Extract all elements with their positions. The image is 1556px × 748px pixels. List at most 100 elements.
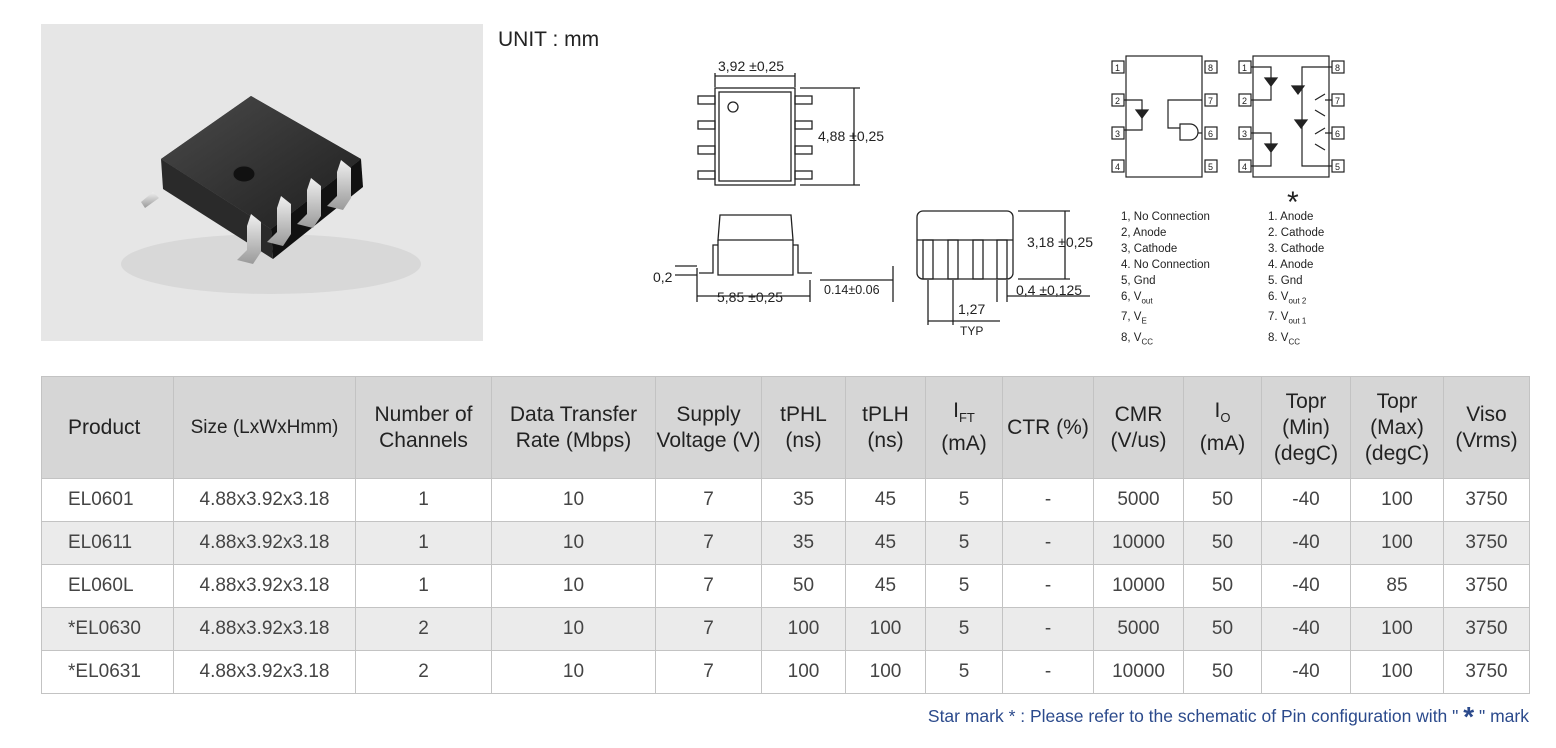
column-header: Size (LxWxHmm) bbox=[173, 376, 356, 479]
table-cell: - bbox=[1002, 564, 1094, 608]
table-cell: 100 bbox=[845, 650, 926, 694]
table-cell: 100 bbox=[1350, 521, 1444, 565]
table-cell: 5 bbox=[925, 650, 1003, 694]
table-cell: 5000 bbox=[1093, 607, 1184, 651]
column-header: CMR (V/us) bbox=[1093, 376, 1184, 479]
footnote-text: Star mark * : Please refer to the schema… bbox=[927, 706, 1459, 726]
table-cell: 5000 bbox=[1093, 478, 1184, 522]
table-cell: 50 bbox=[761, 564, 846, 608]
table-cell: *EL0630 bbox=[41, 607, 174, 651]
svg-text:2: 2 bbox=[1242, 96, 1247, 106]
table-cell: 1 bbox=[355, 478, 492, 522]
table-cell: 5 bbox=[925, 478, 1003, 522]
table-cell: 3750 bbox=[1443, 650, 1530, 694]
table-cell: 2 bbox=[355, 607, 492, 651]
svg-text:3: 3 bbox=[1242, 129, 1247, 139]
table-cell: -40 bbox=[1261, 521, 1351, 565]
single-pin-5: 5, Gnd bbox=[1121, 275, 1156, 287]
table-cell: 10 bbox=[491, 478, 656, 522]
table-cell: -40 bbox=[1261, 478, 1351, 522]
svg-text:1: 1 bbox=[1115, 63, 1120, 73]
single-pin-2: 2, Anode bbox=[1121, 227, 1167, 239]
svg-text:6: 6 bbox=[1335, 129, 1340, 139]
table-cell: 50 bbox=[1183, 478, 1262, 522]
dim-width-top: 3,92 ±0,25 bbox=[718, 58, 784, 74]
star-icon: * bbox=[1287, 186, 1299, 219]
column-header: Supply Voltage (V) bbox=[655, 376, 762, 479]
svg-text:7: 7 bbox=[1335, 96, 1340, 106]
table-cell: 100 bbox=[1350, 607, 1444, 651]
dim-pitch-note: TYP bbox=[960, 324, 983, 338]
dim-length: 4,88 ±0,25 bbox=[818, 128, 884, 144]
svg-text:5: 5 bbox=[1335, 162, 1340, 172]
table-cell: 45 bbox=[845, 564, 926, 608]
table-cell: -40 bbox=[1261, 650, 1351, 694]
sop8-package-image bbox=[121, 96, 421, 294]
single-pin-1: 1, No Connection bbox=[1121, 211, 1210, 223]
svg-text:7: 7 bbox=[1208, 96, 1213, 106]
dual-pin-2: 2. Cathode bbox=[1268, 227, 1325, 239]
table-cell: 10 bbox=[491, 564, 656, 608]
table-cell: EL0611 bbox=[41, 521, 174, 565]
dual-pin-8: 8. VCC bbox=[1268, 331, 1301, 346]
table-cell: 1 bbox=[355, 564, 492, 608]
table-cell: -40 bbox=[1261, 607, 1351, 651]
dual-pin-4: 4. Anode bbox=[1268, 259, 1314, 271]
table-cell: 100 bbox=[1350, 478, 1444, 522]
footnote-tail: " mark bbox=[1479, 706, 1529, 726]
table-cell: 100 bbox=[1350, 650, 1444, 694]
dual-pin-6: 6. Vout 2 bbox=[1268, 291, 1307, 306]
column-header: IFT(mA) bbox=[925, 376, 1003, 479]
table-cell: - bbox=[1002, 521, 1094, 565]
column-header: tPHL (ns) bbox=[761, 376, 846, 479]
svg-text:4: 4 bbox=[1115, 162, 1120, 172]
table-cell: 3750 bbox=[1443, 564, 1530, 608]
table-cell: - bbox=[1002, 478, 1094, 522]
table-cell: 3750 bbox=[1443, 607, 1530, 651]
table-cell: - bbox=[1002, 607, 1094, 651]
column-header: IO(mA) bbox=[1183, 376, 1262, 479]
table-cell: 5 bbox=[925, 607, 1003, 651]
table-cell: 7 bbox=[655, 521, 762, 565]
table-cell: 85 bbox=[1350, 564, 1444, 608]
table-cell: 100 bbox=[761, 650, 846, 694]
table-cell: 4.88x3.92x3.18 bbox=[173, 564, 356, 608]
svg-text:1: 1 bbox=[1242, 63, 1247, 73]
single-pin-6: 6, Vout bbox=[1121, 291, 1153, 306]
dual-pin-1: 1. Anode bbox=[1268, 211, 1314, 223]
table-cell: 4.88x3.92x3.18 bbox=[173, 478, 356, 522]
table-cell: 50 bbox=[1183, 607, 1262, 651]
single-pin-8: 8, VCC bbox=[1121, 331, 1154, 346]
svg-text:6: 6 bbox=[1208, 129, 1213, 139]
table-cell: 7 bbox=[655, 564, 762, 608]
column-header: Topr (Min) (degC) bbox=[1261, 376, 1351, 479]
schematic-single-channel bbox=[1111, 55, 1218, 178]
table-cell: 10000 bbox=[1093, 521, 1184, 565]
column-header: Number of Channels bbox=[355, 376, 492, 479]
column-header: tPLH (ns) bbox=[845, 376, 926, 479]
column-header: Product bbox=[41, 376, 174, 479]
dim-lead-width: 0,4 ±0,125 bbox=[1016, 282, 1082, 298]
star-footnote: Star mark * : Please refer to the schema… bbox=[928, 701, 1529, 733]
footnote-star-icon: * bbox=[1463, 701, 1475, 732]
table-cell: 2 bbox=[355, 650, 492, 694]
column-header: Topr (Max) (degC) bbox=[1350, 376, 1444, 479]
table-cell: 4.88x3.92x3.18 bbox=[173, 650, 356, 694]
table-cell: 3750 bbox=[1443, 478, 1530, 522]
table-cell: 7 bbox=[655, 607, 762, 651]
table-cell: 10 bbox=[491, 650, 656, 694]
table-cell: 35 bbox=[761, 478, 846, 522]
table-cell: 10 bbox=[491, 521, 656, 565]
table-cell: 100 bbox=[761, 607, 846, 651]
pin-numbers-dual: 12 34 87 65 bbox=[1242, 63, 1340, 172]
table-cell: 35 bbox=[761, 521, 846, 565]
svg-text:5: 5 bbox=[1208, 162, 1213, 172]
product-photo bbox=[41, 24, 483, 341]
table-cell: 4.88x3.92x3.18 bbox=[173, 521, 356, 565]
table-cell: 7 bbox=[655, 650, 762, 694]
